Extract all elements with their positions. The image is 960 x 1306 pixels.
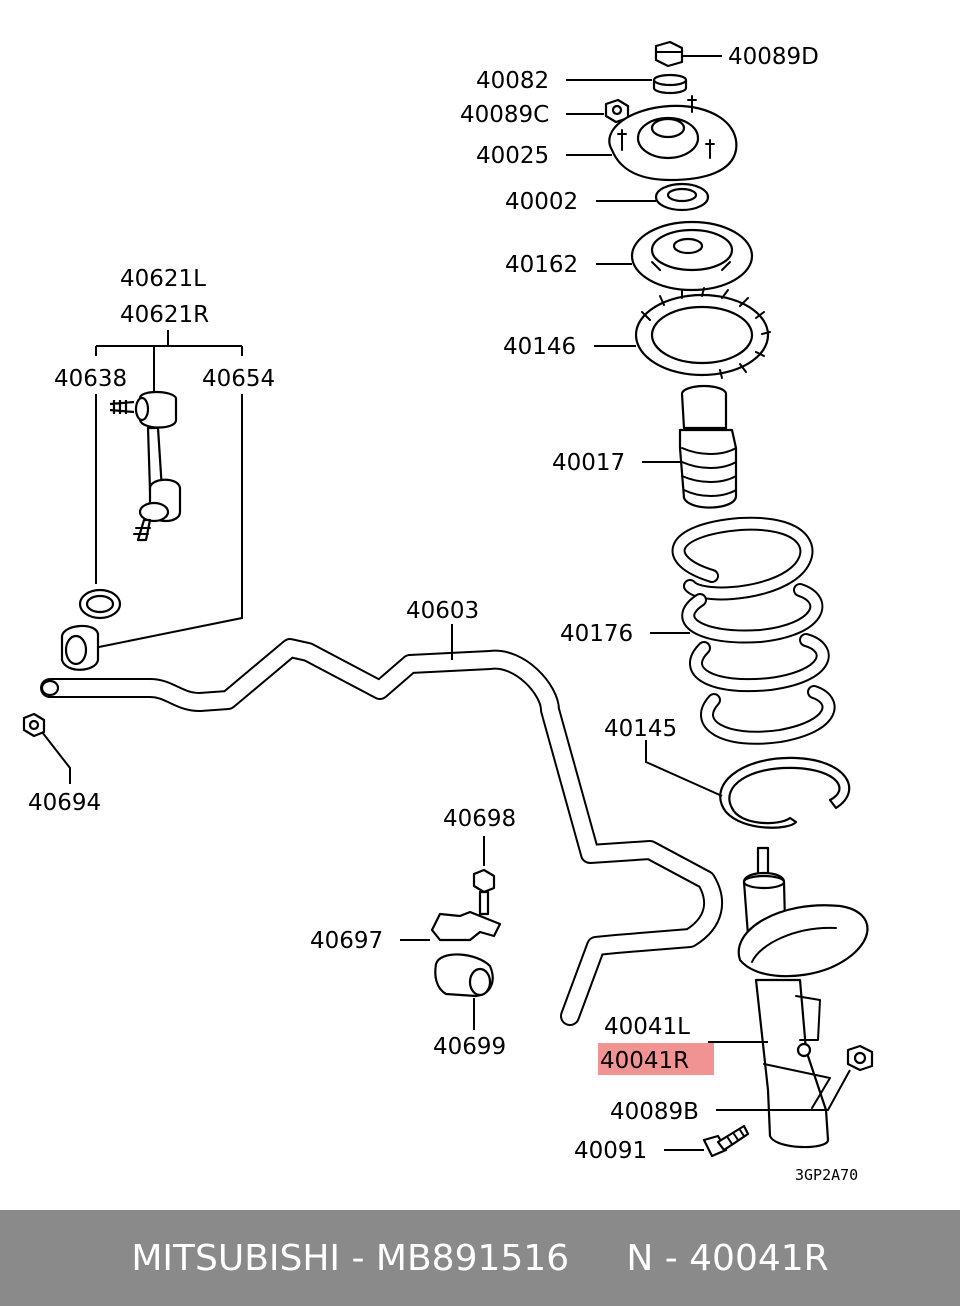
bushing-40699-part (434, 953, 494, 1030)
nut-40089c-part (566, 98, 630, 124)
coil-spring-40176-part (650, 516, 836, 745)
strut-mount-40025-part (566, 95, 738, 182)
nut-40089b-part (716, 1044, 874, 1111)
footer-bar: MITSUBISHI - MB891516 N - 40041R (0, 1210, 960, 1306)
highlight-40041r (598, 1043, 714, 1075)
bolt-40698-part (472, 836, 496, 916)
label-40638: 40638 (54, 366, 127, 392)
label-40089b: 40089B (610, 1099, 699, 1125)
label-40041r: 40041R (600, 1048, 689, 1074)
strut-40041-part (708, 846, 869, 1149)
label-40162: 40162 (505, 252, 578, 278)
parts-diagram: 40089D 40082 40089C 40025 40002 401 (22, 40, 874, 1184)
label-40176: 40176 (560, 621, 633, 647)
label-40041l: 40041L (604, 1014, 690, 1040)
bracket-40697-part (400, 910, 502, 942)
label-40089c: 40089C (460, 102, 549, 128)
washer-40082-part (566, 73, 688, 95)
label-40698: 40698 (443, 806, 516, 832)
label-40603: 40603 (406, 598, 479, 624)
link-bracket (93, 330, 243, 649)
spring-pad-40146-part (594, 287, 771, 379)
label-40697: 40697 (310, 928, 383, 954)
stabilizer-link-part (109, 390, 182, 542)
label-40002: 40002 (505, 189, 578, 215)
label-40146: 40146 (503, 334, 576, 360)
label-40025: 40025 (476, 143, 549, 169)
bolt-40091-part (664, 1124, 750, 1158)
nut-40089d-part (654, 40, 722, 68)
label-40082: 40082 (476, 68, 549, 94)
label-40091: 40091 (574, 1138, 647, 1164)
bushing-40638-part (78, 588, 122, 620)
label-40654: 40654 (202, 366, 275, 392)
label-40017: 40017 (552, 450, 625, 476)
bushing-40654-part (60, 624, 100, 671)
label-40694: 40694 (28, 790, 101, 816)
drawing-code: 3GP2A70 (795, 1166, 858, 1184)
label-40621r: 40621R (120, 302, 209, 328)
dust-boot-40017-part (642, 384, 738, 509)
label-40699: 40699 (433, 1034, 506, 1060)
label-40621l: 40621L (120, 266, 206, 292)
label-40089d: 40089D (728, 44, 819, 70)
nut-40694-part (22, 712, 71, 784)
label-40145: 40145 (604, 716, 677, 742)
bearing-40002-part (596, 182, 710, 212)
stabilizer-bar-40603-part (40, 624, 723, 1026)
spring-pad-40145-part (645, 740, 851, 829)
footer-text: MITSUBISHI - MB891516 N - 40041R (131, 1237, 829, 1279)
spring-seat-40162-part (596, 220, 754, 292)
